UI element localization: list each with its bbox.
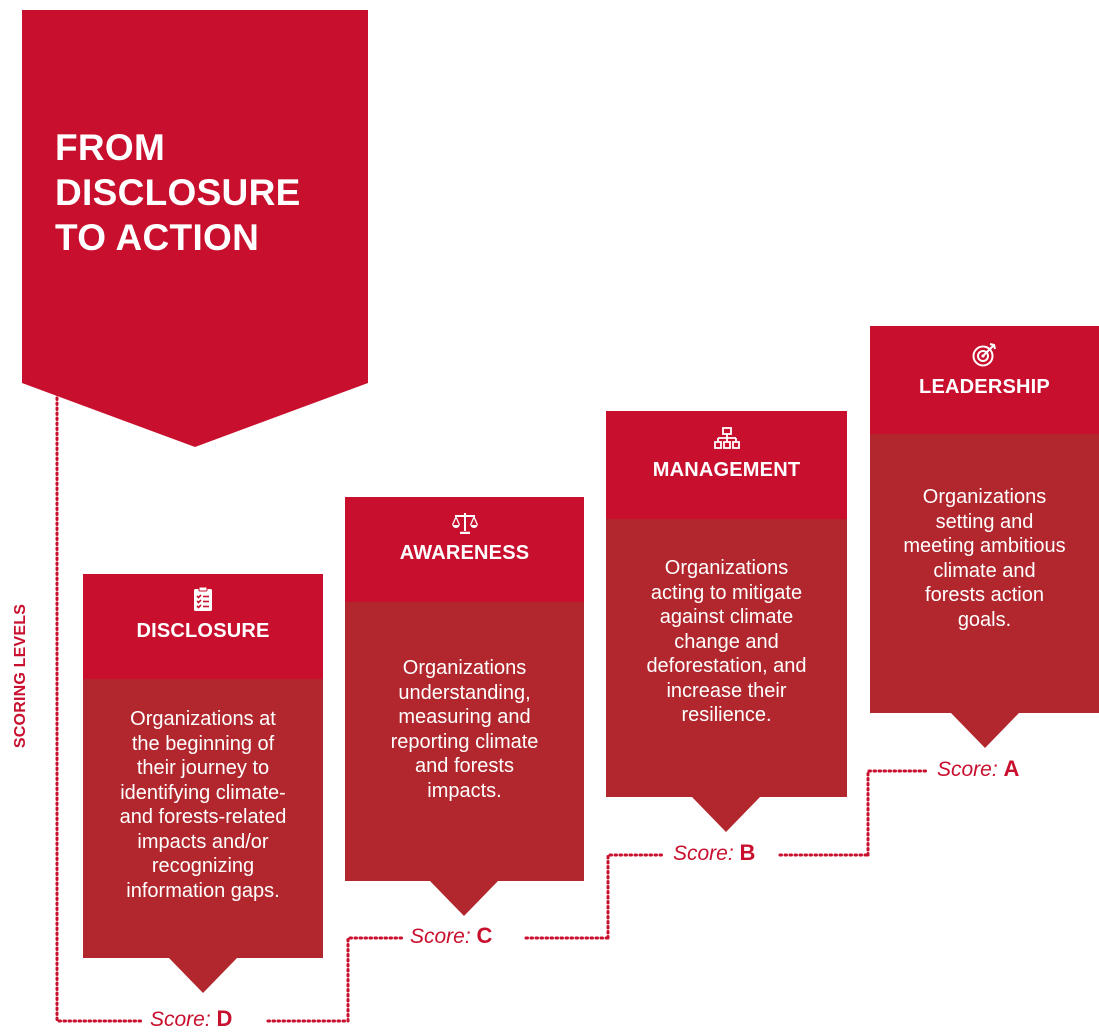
- level-body-arrow: [83, 679, 323, 993]
- level-card-leadership: [870, 326, 1099, 748]
- score-text: Score:: [410, 925, 471, 948]
- score-label-d: Score: D: [150, 1006, 232, 1032]
- score-connector-line: [346, 936, 404, 1023]
- description-line: the beginning of: [131, 732, 275, 755]
- score-grade: A: [1003, 756, 1020, 781]
- description-line: Organizations: [664, 557, 789, 579]
- banner-title-line: TO ACTION: [55, 217, 260, 258]
- balance-scale-icon: [451, 513, 478, 534]
- description-line: identifying climate-: [120, 781, 286, 804]
- level-header-bg: [606, 411, 847, 519]
- org-chart-icon: [713, 427, 740, 449]
- scoring-levels-label: SCORING LEVELS: [12, 603, 29, 749]
- description-line: impacts and/or: [137, 830, 269, 853]
- description-line: reporting climate: [390, 730, 539, 753]
- description-line: their journey to: [136, 757, 270, 779]
- level-header-bg: [870, 326, 1099, 434]
- level-description-disclosure: Organizations at the beginning of their …: [83, 707, 323, 903]
- description-line: measuring and: [398, 706, 531, 728]
- level-title: AWARENESS: [399, 542, 530, 564]
- description-line: and forests-related: [119, 806, 287, 828]
- score-text: Score:: [937, 758, 998, 781]
- description-line: Organizations: [922, 486, 1047, 508]
- description-line: understanding,: [398, 681, 531, 704]
- level-title: MANAGEMENT: [652, 459, 801, 481]
- score-connector-line: [55, 391, 144, 1023]
- score-grade: D: [216, 1006, 233, 1031]
- description-line: Organizations: [402, 657, 527, 679]
- target-arrow-icon: [972, 343, 996, 367]
- banner-title-line: DISCLOSURE: [55, 172, 301, 213]
- description-line: recognizing: [151, 855, 255, 877]
- description-line: increase their: [666, 679, 787, 702]
- description-line: deforestation, and: [646, 655, 807, 677]
- description-line: impacts.: [427, 779, 502, 802]
- description-line: acting to mitigate: [650, 581, 803, 604]
- level-header-leadership: LEADERSHIP: [870, 342, 1099, 399]
- score-label-a: Score: A: [937, 756, 1019, 782]
- description-line: meeting ambitious: [903, 535, 1066, 557]
- description-line: resilience.: [681, 704, 772, 726]
- score-label-c: Score: C: [410, 923, 492, 949]
- score-grade: B: [739, 840, 756, 865]
- level-header-management: MANAGEMENT: [606, 427, 847, 482]
- description-line: setting and: [935, 510, 1034, 533]
- level-body-arrow: [870, 434, 1099, 748]
- level-body-arrow: [345, 602, 584, 916]
- clipboard-checklist-icon: [194, 586, 212, 611]
- level-header-awareness: AWARENESS: [345, 512, 584, 565]
- level-body-arrow: [606, 519, 847, 832]
- level-title: DISCLOSURE: [136, 620, 270, 642]
- score-text: Score:: [673, 842, 734, 865]
- score-connector-line: [606, 853, 667, 940]
- score-label-b: Score: B: [673, 840, 755, 866]
- level-description-awareness: Organizations understanding, measuring a…: [345, 656, 584, 803]
- description-line: goals.: [957, 608, 1012, 631]
- banner-title: FROM DISCLOSURE TO ACTION: [55, 125, 355, 260]
- description-line: change and: [674, 630, 779, 653]
- description-line: forests action: [925, 584, 1044, 606]
- level-description-management: Organizations acting to mitigate against…: [606, 556, 847, 728]
- description-line: Organizations at: [130, 708, 276, 730]
- level-card-management: [606, 411, 847, 832]
- description-line: information gaps.: [126, 879, 280, 902]
- description-line: against climate: [659, 606, 794, 628]
- score-grade: C: [476, 923, 493, 948]
- description-line: climate and: [933, 559, 1036, 582]
- level-title: LEADERSHIP: [919, 376, 1050, 398]
- banner-title-line: FROM: [55, 127, 166, 168]
- level-description-leadership: Organizations setting and meeting ambiti…: [870, 485, 1099, 632]
- score-text: Score:: [150, 1008, 211, 1031]
- description-line: and forests: [415, 755, 514, 777]
- score-connector-line: [866, 769, 930, 857]
- banner-arrow: [22, 10, 368, 447]
- level-header-disclosure: DISCLOSURE: [83, 586, 323, 643]
